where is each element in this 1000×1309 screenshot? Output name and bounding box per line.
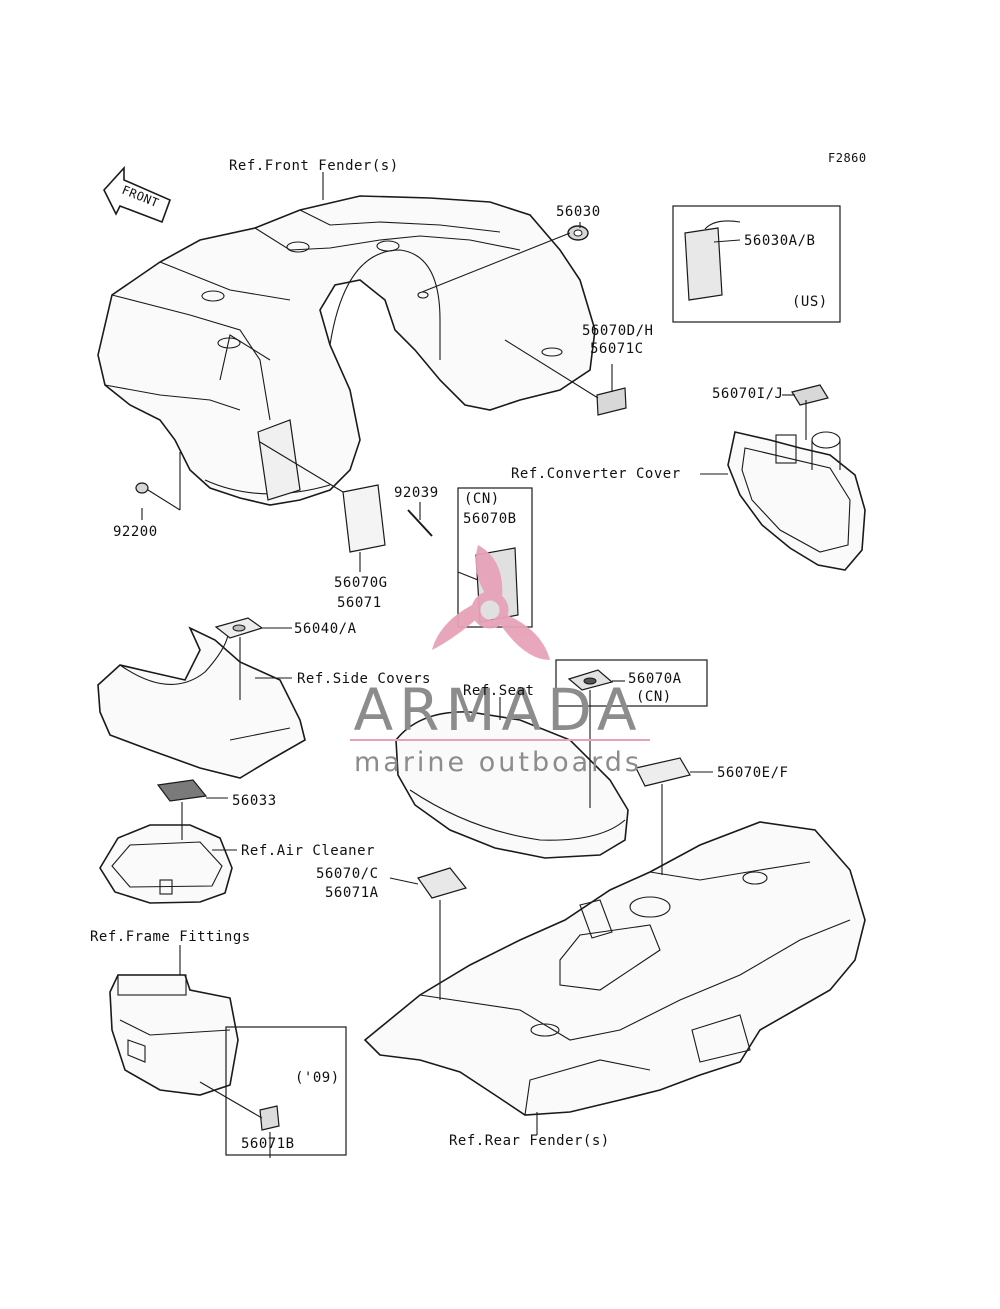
clip-92200 (135, 482, 149, 494)
label-cn1-text: (CN) (464, 491, 500, 507)
watermark-tagline: marine outboards (354, 747, 642, 778)
label-56070b-text: 56070B (463, 511, 517, 527)
label-56070g-text: 56070G (334, 575, 388, 591)
label-56030-text: 56030 (556, 204, 601, 220)
label-rear-fender: Ref.Rear Fender(s) (449, 1133, 610, 1149)
label-56070g (342, 484, 386, 553)
label-side-covers: Ref.Side Covers (297, 671, 431, 687)
label-56070a (567, 669, 614, 691)
label-56070ij-text: 56070I/J (712, 386, 783, 402)
label-56033 (156, 779, 208, 802)
inset-box-56071b (225, 1026, 347, 1156)
label-56071b (259, 1105, 280, 1131)
label-56070ij (791, 384, 829, 406)
label-front-fender: Ref.Front Fender(s) (229, 158, 399, 174)
rear-fender-part (363, 821, 866, 1116)
label-cn2-text: (CN) (636, 689, 672, 705)
label-56040a-text: 56040/A (294, 621, 357, 637)
label-56070ef (635, 757, 691, 787)
label-seat: Ref.Seat (463, 683, 534, 699)
seat-part (395, 711, 629, 859)
label-air-cleaner: Ref.Air Cleaner (241, 843, 375, 859)
air-cleaner-part (99, 824, 233, 904)
label-56071a-text: 56071A (325, 885, 379, 901)
label-frame-fittings: Ref.Frame Fittings (90, 929, 251, 945)
label-56070dh (596, 387, 627, 416)
label-56070c-text: 56070/C (316, 866, 379, 882)
label-92039-text: 92039 (394, 485, 439, 501)
frame-fittings-part (109, 974, 239, 1096)
converter-cover-part (727, 431, 866, 571)
label-56070c (417, 867, 468, 899)
rivet-92039 (407, 509, 433, 537)
propeller-logo-icon (432, 545, 550, 660)
side-covers-part (97, 626, 306, 779)
label-56071c-text: 56071C (590, 341, 644, 357)
label-92200-text: 92200 (113, 524, 158, 540)
front-fender-part (97, 195, 596, 506)
watermark-brand: ARMADA (353, 676, 642, 744)
label-56071-text: 56071 (337, 595, 382, 611)
inset-box-56070a (555, 659, 708, 707)
label-56040a (214, 617, 264, 639)
label-56071b-text: 56071B (241, 1136, 295, 1152)
inset-box-56030ab (672, 205, 841, 323)
front-arrow-icon: FRONT (103, 165, 172, 224)
label-56030ab-text: 56030A/B (744, 233, 815, 249)
callout-labels: F2860 Ref.Front Fender(s) 56030 56030A/B… (90, 151, 867, 1152)
leader-lines (141, 172, 807, 1158)
label-56070dh-text: 56070D/H (582, 323, 653, 339)
tag-56030ab (684, 227, 723, 301)
label-y09-text: ('09) (295, 1070, 340, 1086)
diagram-code: F2860 (828, 151, 867, 165)
label-56070a-text: 56070A (628, 671, 682, 687)
grommet-56030 (567, 225, 589, 241)
label-us-text: (US) (792, 294, 828, 310)
label-56070ef-text: 56070E/F (717, 765, 788, 781)
label-56033-text: 56033 (232, 793, 277, 809)
armada-watermark: ARMADA marine outboards (350, 545, 650, 778)
label-converter-cover: Ref.Converter Cover (511, 466, 681, 482)
